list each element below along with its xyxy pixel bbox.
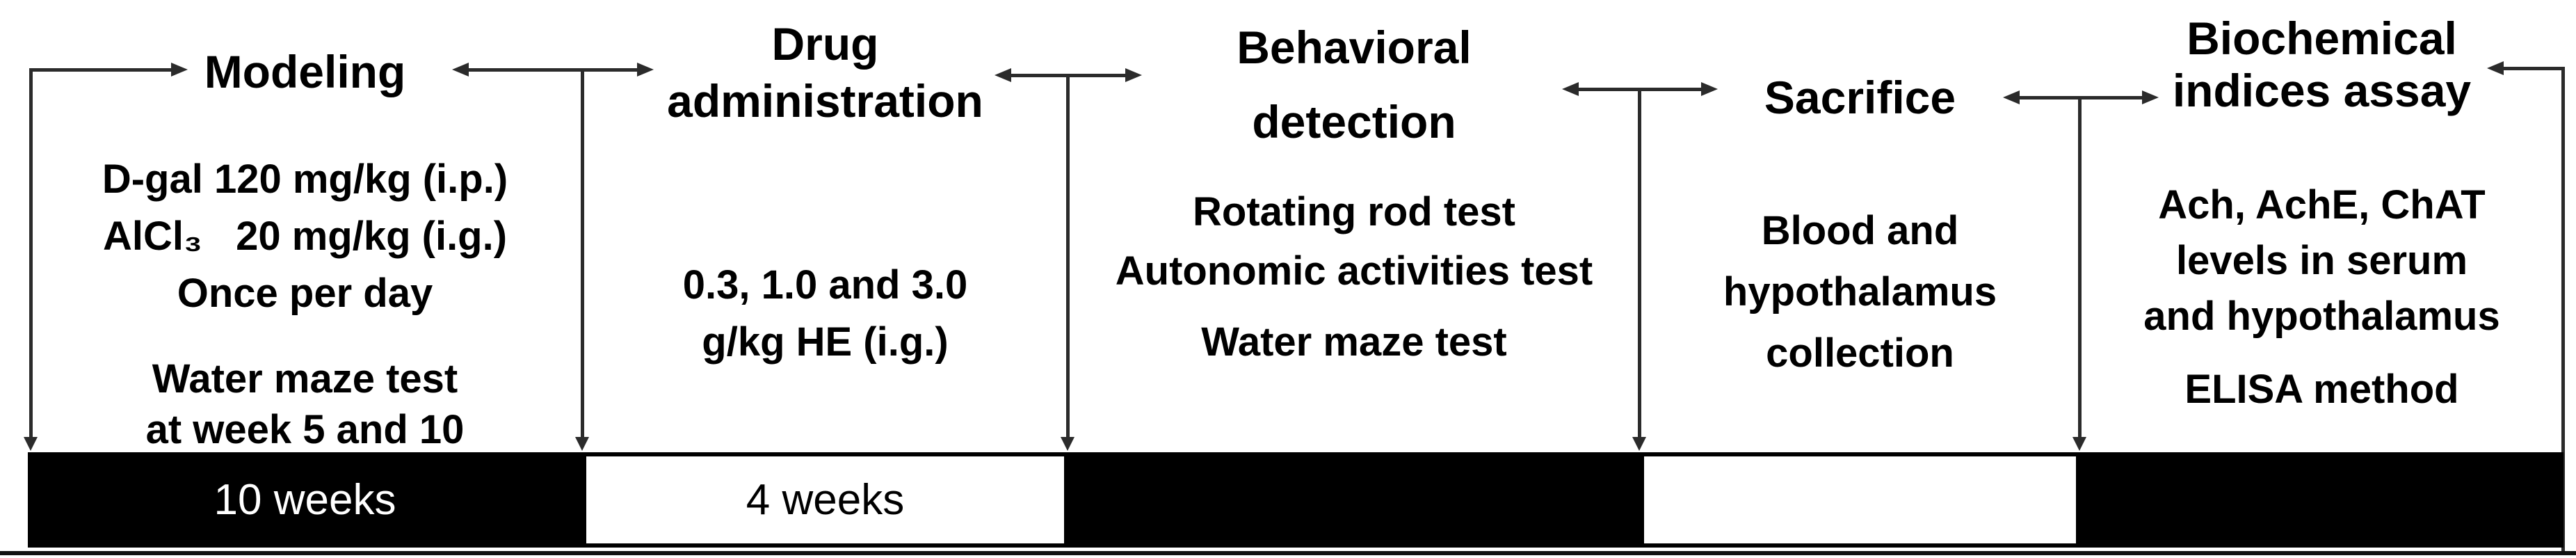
divider4-vertical-line — [2078, 96, 2082, 437]
phase-body-line: Autonomic activities test — [1115, 248, 1593, 294]
arrowhead-left-icon — [995, 68, 1011, 82]
phase-label: indices assay — [2172, 65, 2472, 116]
phase-label: Behavioral — [1237, 22, 1472, 73]
phase-body-line: collection — [1766, 330, 1954, 376]
divider1-horizontal-line — [467, 68, 638, 72]
arrowhead-left-icon — [2003, 90, 2020, 104]
phase-body-line: Once per day — [177, 271, 433, 316]
arrowhead-right-icon — [637, 63, 654, 77]
phase-body-line: at week 5 and 10 — [145, 407, 465, 452]
phase-label: Biochemical — [2187, 13, 2457, 64]
bar-segment-drug-administration — [586, 456, 1064, 543]
arrowhead-down-icon — [24, 437, 38, 451]
right-boundary-vertical-line — [2561, 67, 2565, 553]
bar-segment-sacrifice — [1644, 456, 2076, 543]
phase-body-line: D-gal 120 mg/kg (i.p.) — [102, 157, 508, 202]
arrowhead-down-icon — [575, 437, 589, 451]
bar-duration-label: 10 weeks — [214, 476, 396, 524]
phase-sacrifice: Sacrifice Blood and hypothalamus collect… — [1640, 0, 2080, 452]
timeline-bar — [28, 452, 2563, 548]
bar-duration-label: 4 weeks — [746, 476, 905, 524]
phase-biochemical-indices-assay: Biochemical indices assay Ach, AchE, ChA… — [2080, 0, 2563, 452]
phase-body-line: Water maze test — [152, 356, 458, 401]
arrowhead-right-icon — [1701, 82, 1718, 96]
left-boundary-horizontal-line — [29, 68, 171, 72]
arrowhead-left-icon — [452, 63, 469, 77]
phase-body-line: Water maze test — [1201, 319, 1507, 365]
phase-body-line: 0.3, 1.0 and 3.0 — [682, 262, 968, 308]
phase-drug-administration: Drug administration 0.3, 1.0 and 3.0 g/k… — [582, 0, 1068, 452]
divider3-vertical-line — [1638, 88, 1641, 437]
divider1-vertical-line — [581, 68, 584, 437]
phase-body-line: AlCl₃ 20 mg/kg (i.g.) — [102, 214, 508, 259]
arrowhead-left-icon — [1562, 82, 1579, 96]
phase-label: Modeling — [204, 46, 406, 97]
left-boundary-vertical-line — [29, 68, 33, 437]
arrowhead-down-icon — [2072, 437, 2086, 451]
phase-body-line: and hypothalamus — [2143, 294, 2500, 339]
phase-body-line: ELISA method — [2184, 367, 2459, 412]
phase-body-line: Blood and — [1761, 208, 1959, 253]
divider2-vertical-line — [1066, 74, 1070, 437]
phase-label: Drug — [771, 18, 879, 70]
arrowhead-left-icon — [2487, 61, 2504, 75]
phase-modeling: Modeling D-gal 120 mg/kg (i.p.) AlCl₃ 20… — [28, 0, 582, 452]
phase-body-line: g/kg HE (i.g.) — [702, 319, 949, 365]
phase-label: detection — [1252, 96, 1456, 148]
phase-label: Sacrifice — [1764, 72, 1956, 123]
right-boundary-horizontal-line — [2502, 67, 2565, 70]
phase-behavioral-detection: Behavioral detection Rotating rod test A… — [1068, 0, 1640, 452]
phase-body-line: hypothalamus — [1723, 269, 1997, 314]
arrowhead-down-icon — [1632, 437, 1646, 451]
bottom-baseline — [0, 551, 2576, 555]
arrowhead-right-icon — [2142, 90, 2159, 104]
phase-body-line: levels in serum — [2175, 238, 2468, 283]
arrowhead-right-icon — [171, 63, 188, 77]
phase-body-line: Rotating rod test — [1193, 189, 1515, 234]
phase-label: administration — [667, 75, 983, 127]
phase-body-line: Ach, AchE, ChAT — [2158, 182, 2486, 228]
arrowhead-down-icon — [1061, 437, 1074, 451]
arrowhead-right-icon — [1125, 68, 1142, 82]
